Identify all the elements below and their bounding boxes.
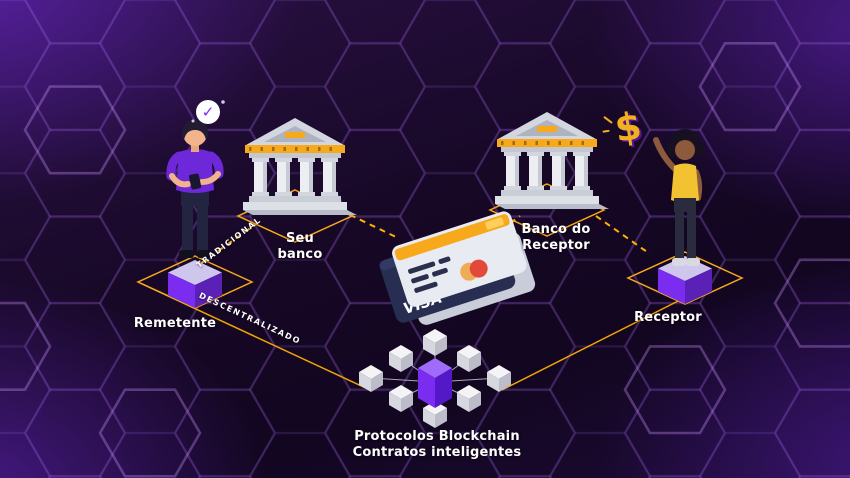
dollar-icon: $ $ bbox=[602, 103, 647, 152]
receiver-label: Receptor bbox=[634, 310, 702, 325]
sender-label: Remetente bbox=[133, 316, 217, 331]
phone-icon bbox=[189, 173, 202, 190]
svg-text:$: $ bbox=[612, 103, 644, 150]
credit-cards-illustration: VISA bbox=[379, 211, 536, 325]
top-card bbox=[392, 211, 527, 307]
check-icon: ✓ bbox=[202, 103, 215, 121]
sender-figure bbox=[166, 120, 224, 258]
check-badge: ✓ bbox=[191, 100, 225, 124]
line-receiver-bank-to-receiver bbox=[595, 215, 651, 255]
receiver-figure bbox=[653, 129, 704, 266]
primary-node bbox=[418, 358, 452, 408]
blockchain-label: Protocolos Blockchain Contratos intelige… bbox=[352, 429, 522, 461]
svg-text:$: $ bbox=[614, 105, 646, 152]
sender-bank-label: Seu banco bbox=[277, 231, 323, 263]
receiver-bank-label: Banco do Receptor bbox=[521, 222, 591, 254]
blockchain-network bbox=[359, 329, 511, 428]
line-blockchain-to-receiver bbox=[501, 295, 689, 391]
